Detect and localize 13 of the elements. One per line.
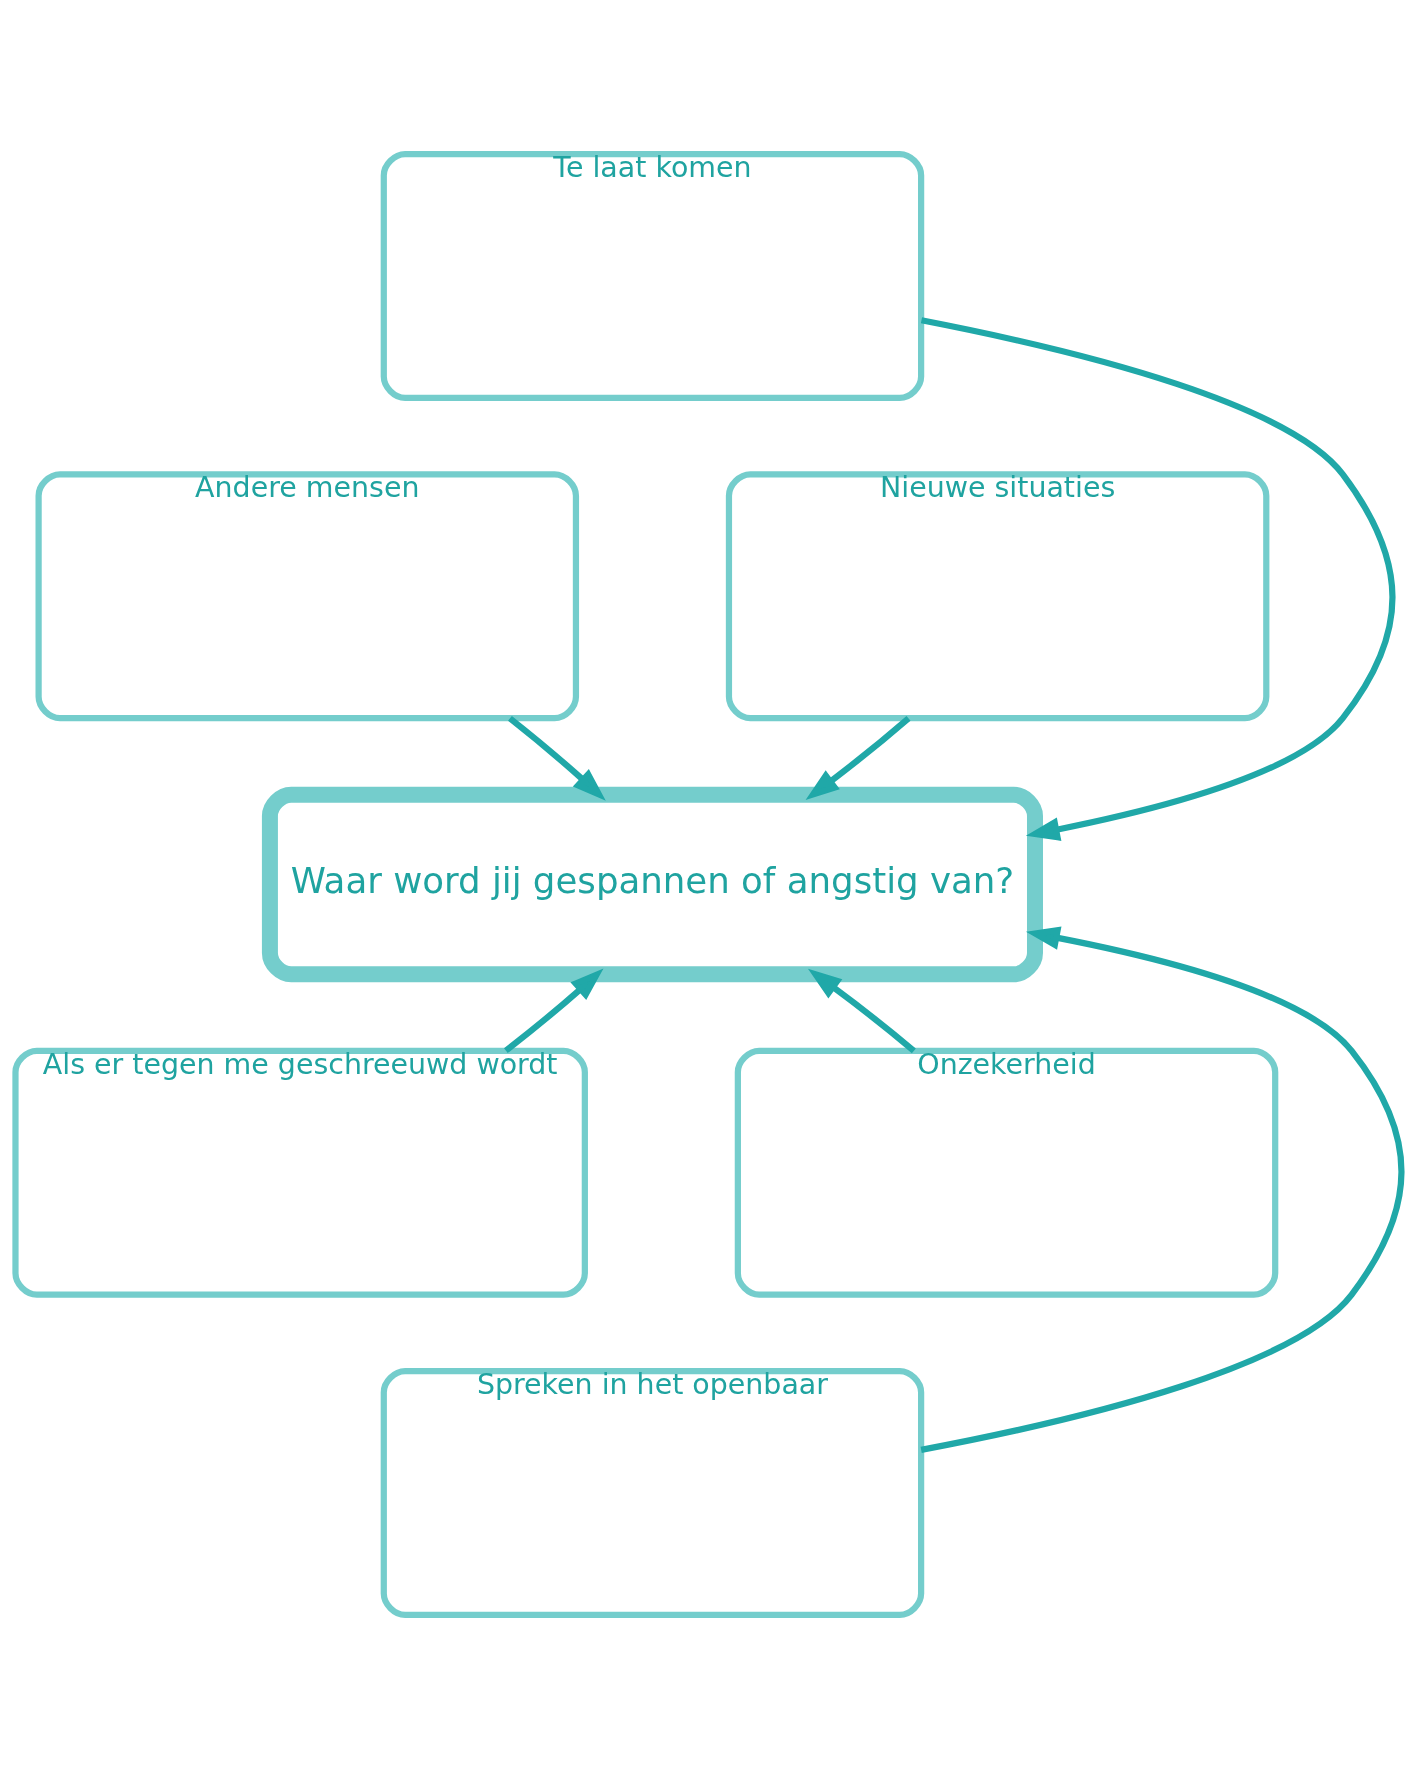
node-box: Waar word jij gespannen of angstig van?	[261, 786, 1043, 983]
arrow	[508, 715, 606, 801]
arrow	[807, 968, 916, 1054]
arrow	[920, 926, 1405, 1453]
node-box: Te laat komen	[380, 151, 925, 401]
arrow	[805, 716, 911, 800]
arrow	[920, 317, 1396, 841]
node-box: Nieuwe situaties	[725, 471, 1270, 722]
node-box: Spreken in het openbaar	[380, 1368, 925, 1618]
node-box: Als er tegen me geschreeuwd wordt	[12, 1047, 588, 1298]
node-box: Andere mensen	[35, 471, 580, 722]
arrow	[503, 968, 604, 1054]
node-box: Onzekerheid	[734, 1047, 1279, 1298]
